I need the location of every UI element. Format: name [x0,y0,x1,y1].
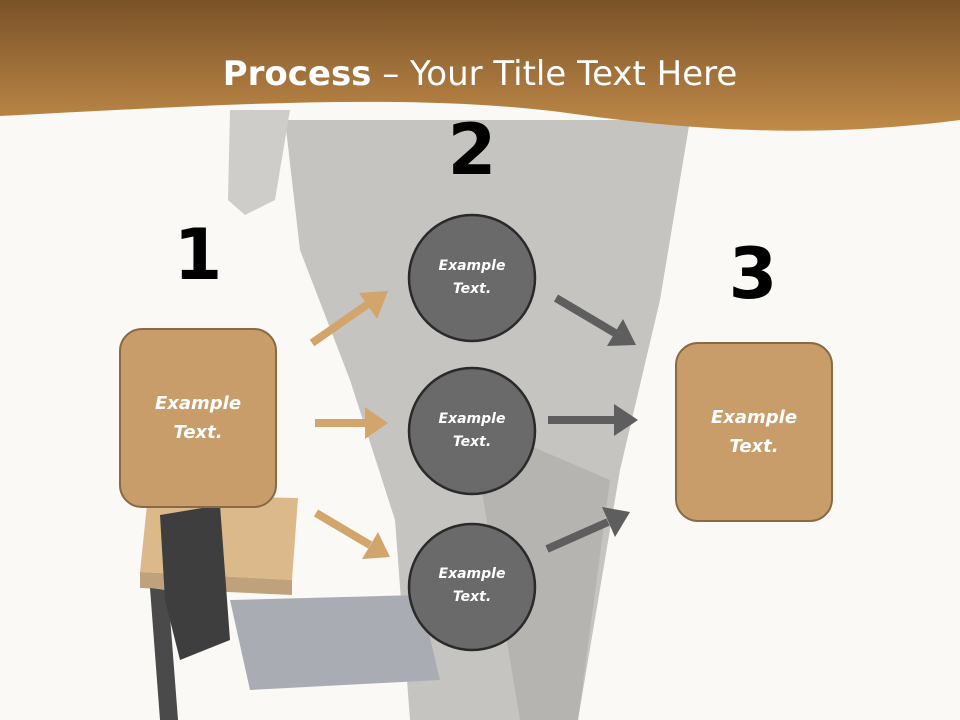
arrow-middle-circle-to-3 [548,404,638,436]
step-number-1: 1 [173,214,223,296]
step-number-3: 3 [728,233,778,315]
step-3-text-line-1: Example [710,407,798,428]
step-3-box[interactable] [675,342,833,522]
circle-top-text-line-1: Example [438,258,506,274]
circle-middle-text-line-2: Text. [452,434,492,450]
step-3-text: Example Text. [676,403,832,461]
circle-middle-text: Example Text. [409,408,535,454]
circle-bottom-text-line-1: Example [438,566,506,582]
arrow-1-to-middle-circle [315,407,388,439]
process-circle-bottom[interactable] [407,522,537,652]
circle-top-text-line-2: Text. [452,281,492,297]
slide-title: Process – Your Title Text Here [0,52,960,96]
step-1-text-line-1: Example [154,393,242,414]
arrow-1-to-top-circle [309,291,388,347]
process-circle-middle[interactable] [407,366,537,496]
circle-middle-text-line-1: Example [438,411,506,427]
step-3-text-line-2: Text. [729,436,779,457]
arrow-top-circle-to-3 [553,294,636,346]
header-band [0,0,960,131]
step-1-text-line-2: Text. [173,422,223,443]
arrow-bottom-circle-to-3 [545,507,630,553]
circle-bottom-text-line-2: Text. [452,589,492,605]
title-bold: Process [222,54,372,94]
step-1-box[interactable] [119,328,277,508]
process-circle-top[interactable] [407,213,537,343]
step-number-2: 2 [447,109,497,191]
step-1-text: Example Text. [120,389,276,447]
circle-bottom-text: Example Text. [409,563,535,609]
circle-top-text: Example Text. [409,255,535,301]
title-rest: – Your Title Text Here [371,54,738,94]
arrow-1-to-bottom-circle [313,509,390,559]
